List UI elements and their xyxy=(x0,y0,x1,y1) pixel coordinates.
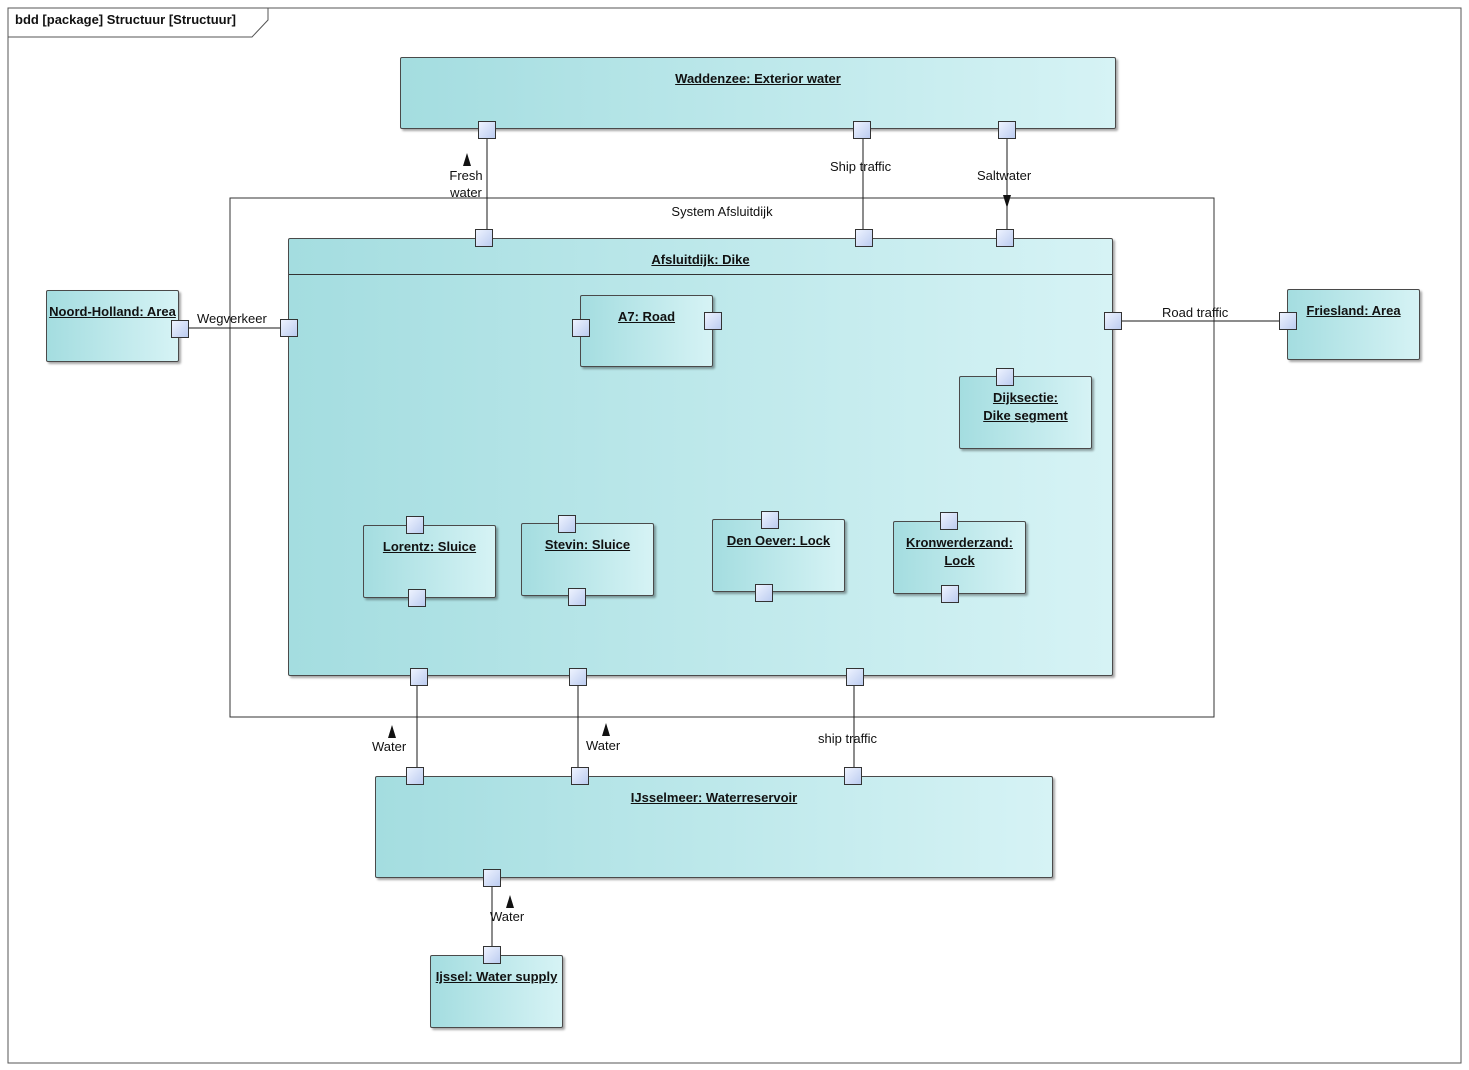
flow-label-ship-traffic: Ship traffic xyxy=(830,159,892,174)
port-ijsselmeer-ship[interactable] xyxy=(844,767,862,785)
flow-label-water-lorentz: Water xyxy=(372,739,407,754)
port-den-oever-top[interactable] xyxy=(761,511,779,529)
port-lorentz-top[interactable] xyxy=(406,516,424,534)
port-dike-ship-bottom[interactable] xyxy=(846,668,864,686)
port-dike-water-lorentz[interactable] xyxy=(410,668,428,686)
port-stevin-bottom[interactable] xyxy=(568,588,586,606)
block-kronwerderzand[interactable]: Kronwerderzand: Lock xyxy=(893,521,1026,594)
block-label: A7: Road xyxy=(617,309,676,324)
block-label: Lorentz: Sluice xyxy=(382,539,477,554)
port-dike-west[interactable] xyxy=(280,319,298,337)
frame-title: bdd [package] Structuur [Structuur] xyxy=(15,12,237,27)
block-friesland[interactable]: Friesland: Area xyxy=(1287,289,1420,360)
port-dike-fresh[interactable] xyxy=(475,229,493,247)
block-stevin[interactable]: Stevin: Sluice xyxy=(521,523,654,596)
port-waddenzee-ship[interactable] xyxy=(853,121,871,139)
flow-arrows xyxy=(388,153,1011,908)
port-ijsselmeer-lorentz[interactable] xyxy=(406,767,424,785)
package-frame xyxy=(7,7,1462,1064)
block-label: IJsselmeer: Waterreservoir xyxy=(630,790,798,805)
port-waddenzee-salt[interactable] xyxy=(998,121,1016,139)
flow-label-wegverkeer: Wegverkeer xyxy=(197,311,267,326)
block-ijsselmeer[interactable]: IJsselmeer: Waterreservoir xyxy=(375,776,1053,878)
port-friesland[interactable] xyxy=(1279,312,1297,330)
arrow-down-icon xyxy=(1003,195,1011,208)
block-label: Waddenzee: Exterior water xyxy=(675,71,841,86)
port-den-oever-bottom[interactable] xyxy=(755,584,773,602)
block-label: Dijksectie: Dike segment xyxy=(983,390,1068,423)
flow-label-saltwater: Saltwater xyxy=(977,168,1032,183)
flow-label-water-stevin: Water xyxy=(586,738,621,753)
block-label: Friesland: Area xyxy=(1306,303,1401,318)
port-ijsselmeer-stevin[interactable] xyxy=(571,767,589,785)
port-lorentz-bottom[interactable] xyxy=(408,589,426,607)
port-a7-west[interactable] xyxy=(572,319,590,337)
block-ijssel[interactable]: Ijssel: Water supply xyxy=(430,955,563,1028)
system-title: System Afsluitdijk xyxy=(671,204,773,219)
port-stevin-top[interactable] xyxy=(558,515,576,533)
block-lorentz[interactable]: Lorentz: Sluice xyxy=(363,525,496,598)
port-dike-east[interactable] xyxy=(1104,312,1122,330)
system-boundary xyxy=(229,197,1215,718)
port-kronwerderzand-bottom[interactable] xyxy=(941,585,959,603)
port-ijssel[interactable] xyxy=(483,946,501,964)
port-kronwerderzand-top[interactable] xyxy=(940,512,958,530)
block-label: Afsluitdijk: Dike xyxy=(651,252,750,267)
block-label: Kronwerderzand: Lock xyxy=(906,535,1013,568)
arrow-up-icon xyxy=(463,153,471,166)
block-label: Ijssel: Water supply xyxy=(435,969,558,984)
block-waddenzee[interactable]: Waddenzee: Exterior water xyxy=(400,57,1116,129)
port-waddenzee-fresh[interactable] xyxy=(478,121,496,139)
port-dijksectie[interactable] xyxy=(996,368,1014,386)
compartment-divider xyxy=(289,274,1112,275)
block-label: Noord-Holland: Area xyxy=(49,304,176,319)
block-dijksectie[interactable]: Dijksectie: Dike segment xyxy=(959,376,1092,449)
block-label: Den Oever: Lock xyxy=(726,533,831,548)
port-dike-ship[interactable] xyxy=(855,229,873,247)
flow-label-ship-traffic-bottom: ship traffic xyxy=(818,731,878,746)
port-a7-east[interactable] xyxy=(704,312,722,330)
block-noord-holland[interactable]: Noord-Holland: Area xyxy=(46,290,179,362)
port-ijsselmeer-ijssel[interactable] xyxy=(483,869,501,887)
arrow-up-icon xyxy=(506,895,514,908)
flow-label-road-traffic: Road traffic xyxy=(1162,305,1229,320)
flow-label-water-ijssel: Water xyxy=(490,909,525,924)
block-label: Stevin: Sluice xyxy=(544,537,631,552)
block-a7[interactable]: A7: Road xyxy=(580,295,713,367)
port-dike-salt[interactable] xyxy=(996,229,1014,247)
port-dike-water-stevin[interactable] xyxy=(569,668,587,686)
arrow-up-icon xyxy=(602,723,610,736)
flow-label-fresh-water: Fresh water xyxy=(449,168,483,200)
port-noord-holland[interactable] xyxy=(171,320,189,338)
block-den-oever[interactable]: Den Oever: Lock xyxy=(712,519,845,592)
arrow-up-icon xyxy=(388,725,396,738)
